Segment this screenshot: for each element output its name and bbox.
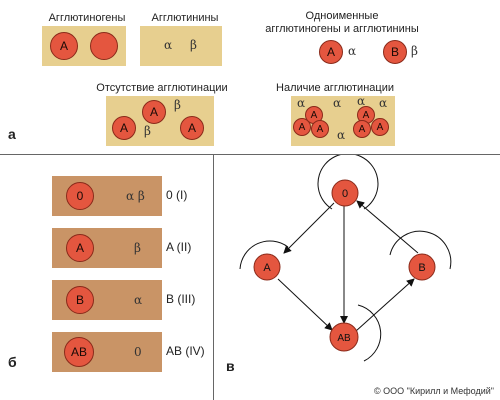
- edge-ab-to-b: [355, 278, 415, 332]
- group-0-label: 0 (I): [166, 188, 188, 202]
- group-row-0: 0 α β: [52, 176, 162, 216]
- self-loop-b: [389, 230, 452, 270]
- absence-label: Отсутствие агглютинации: [96, 82, 228, 94]
- agglutinins-panel: α β: [140, 26, 222, 66]
- group-a-label: A (II): [166, 240, 192, 254]
- group-a-antigen: A: [66, 234, 94, 262]
- group-row-a: A β: [52, 228, 162, 268]
- svg-text:B: B: [418, 262, 425, 274]
- section-v-letter: в: [226, 358, 235, 374]
- antigen-a-circle: A: [50, 32, 78, 60]
- same-name-beta: β: [411, 44, 418, 58]
- group-0-antigen: 0: [66, 182, 94, 210]
- group-ab-antibodies: 0: [134, 345, 142, 359]
- presence-alpha-5: α: [337, 128, 346, 142]
- edge-0-to-a: [283, 202, 335, 254]
- same-name-label: Одноименные агглютиногены и агглютинины: [265, 10, 419, 35]
- group-b-antigen: B: [66, 286, 94, 314]
- same-name-antigen-b: B: [383, 40, 407, 64]
- absence-antigen-a-3: A: [180, 116, 204, 140]
- section-a-letter: а: [8, 126, 16, 142]
- presence-antigen-a-3: A: [311, 120, 329, 138]
- edge-0-to-b: [356, 200, 419, 254]
- group-row-ab: AB 0: [52, 332, 162, 372]
- copyright-credit: © ООО "Кирилл и Мефодий": [374, 386, 494, 396]
- node-b: B: [408, 253, 436, 281]
- presence-antigen-a-2: A: [305, 106, 323, 124]
- absence-panel: A A A β β: [106, 96, 214, 146]
- absence-antigen-a-1: A: [112, 116, 136, 140]
- absence-beta-1: β: [174, 98, 181, 112]
- svg-text:A: A: [263, 262, 271, 274]
- presence-antigen-a-1: A: [293, 118, 311, 136]
- transfusion-diagram: 0 A B AB: [239, 155, 452, 362]
- group-0-antibodies: α β: [126, 189, 145, 203]
- presence-alpha-1: α: [297, 96, 306, 110]
- beta-symbol: β: [190, 38, 197, 52]
- presence-alpha-3: α: [357, 94, 366, 108]
- self-loop-a: [239, 240, 289, 270]
- node-a: A: [253, 253, 281, 281]
- absence-antigen-a-2: A: [142, 100, 166, 124]
- alpha-symbol: α: [164, 38, 173, 52]
- group-ab-label: AB (IV): [166, 344, 205, 358]
- group-row-b: B α: [52, 280, 162, 320]
- presence-label: Наличие агглютинации: [276, 82, 394, 94]
- presence-alpha-2: α: [333, 96, 342, 110]
- group-b-label: B (III): [166, 292, 196, 306]
- absence-beta-2: β: [144, 124, 151, 138]
- presence-antigen-a-5: A: [353, 120, 371, 138]
- same-name-antigen-a: A: [319, 40, 343, 64]
- node-ab: AB: [329, 322, 359, 352]
- presence-antigen-a-6: A: [371, 118, 389, 136]
- same-name-alpha: α: [348, 44, 357, 58]
- antigen-blank-circle: [90, 32, 118, 60]
- horizontal-divider: [0, 154, 500, 155]
- node-0: 0: [331, 179, 359, 207]
- presence-alpha-4: α: [379, 96, 388, 110]
- presence-panel: A A A A A A α α α α α: [291, 94, 395, 146]
- svg-text:0: 0: [342, 188, 348, 200]
- self-loop-0: [317, 155, 379, 210]
- agglutinogens-panel: A: [42, 26, 126, 66]
- agglutinogens-label: Агглютиногены: [48, 12, 126, 24]
- vertical-divider: [213, 154, 214, 400]
- edge-a-to-ab: [277, 278, 333, 331]
- group-a-antibodies: β: [134, 241, 141, 255]
- section-b-letter: б: [8, 354, 17, 370]
- self-loop-ab: [357, 304, 382, 362]
- svg-text:AB: AB: [337, 333, 351, 344]
- group-b-antibodies: α: [134, 293, 143, 307]
- group-ab-antigen: AB: [64, 337, 94, 367]
- agglutinins-label: Агглютинины: [151, 12, 219, 24]
